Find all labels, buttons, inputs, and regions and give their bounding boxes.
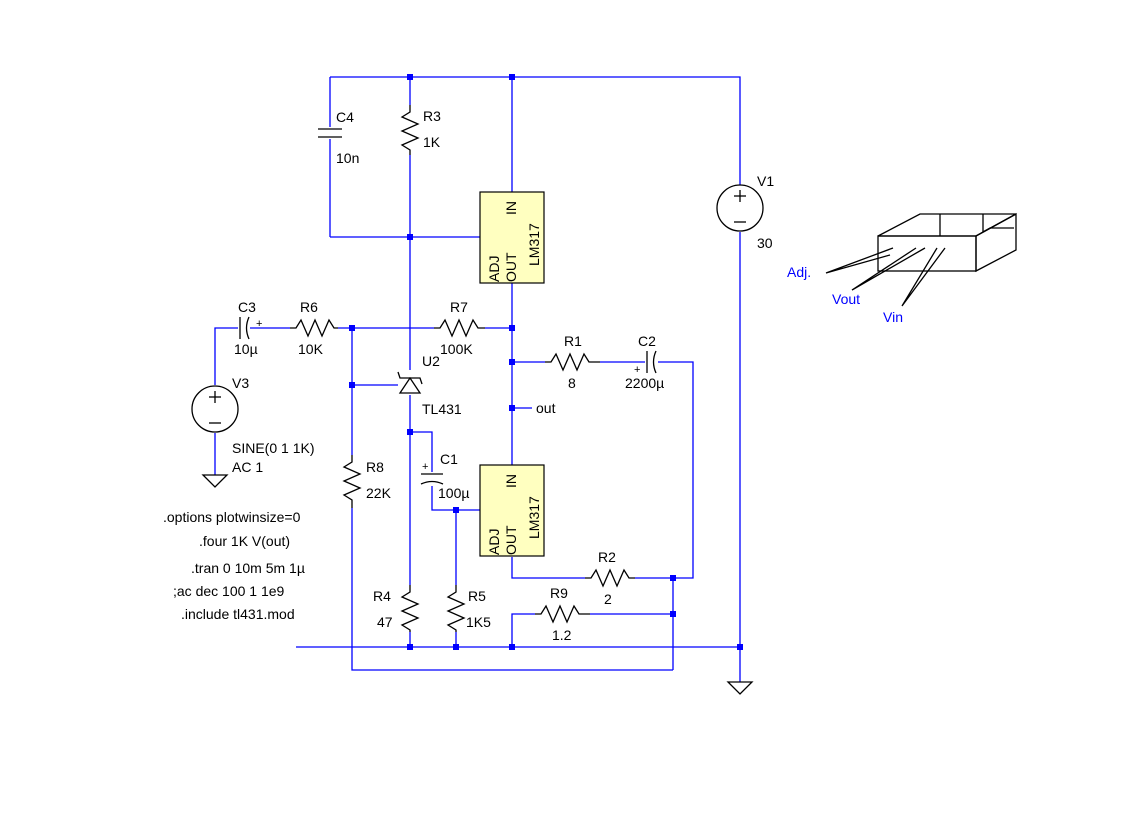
svg-text:V3: V3 (232, 375, 249, 391)
capacitor-c1: + C1 100µ (420, 451, 469, 501)
svg-text:2: 2 (604, 591, 612, 607)
svg-text:2200µ: 2200µ (625, 375, 664, 391)
directive-ac-comment: ;ac dec 100 1 1e9 (173, 583, 285, 599)
lm317-lower: ADJ OUT IN LM317 (479, 464, 545, 557)
ground-symbol-main (726, 681, 754, 695)
svg-text:100K: 100K (440, 341, 473, 357)
directive-include: .include tl431.mod (181, 606, 295, 622)
svg-text:R2: R2 (598, 549, 616, 565)
svg-text:+: + (634, 364, 640, 376)
svg-text:IN: IN (503, 474, 519, 488)
svg-text:R6: R6 (300, 299, 318, 315)
svg-text:10K: 10K (298, 341, 324, 357)
svg-text:R5: R5 (468, 588, 486, 604)
svg-text:C4: C4 (336, 109, 354, 125)
capacitor-c4: C4 10n (318, 109, 359, 166)
svg-text:R1: R1 (564, 333, 582, 349)
resistor-r2: R2 2 (585, 549, 635, 607)
capacitor-c2: + C2 2200µ (625, 333, 664, 391)
capacitor-c3: + C3 10µ (234, 299, 262, 357)
svg-text:TL431: TL431 (422, 401, 462, 417)
lm317-upper: ADJ OUT IN LM317 (479, 191, 545, 284)
svg-text:R7: R7 (450, 299, 468, 315)
svg-text:SINE(0 1 1K): SINE(0 1 1K) (232, 440, 314, 456)
directive-four: .four 1K V(out) (199, 533, 290, 549)
spice-directives: .options plotwinsize=0 .four 1K V(out) .… (163, 509, 305, 622)
resistor-r3: R3 1K (400, 105, 441, 155)
svg-text:10µ: 10µ (234, 341, 258, 357)
svg-text:R8: R8 (366, 459, 384, 475)
tl431-shunt-regulator: U2 TL431 (397, 353, 462, 417)
svg-text:OUT: OUT (503, 252, 519, 282)
svg-text:8: 8 (568, 375, 576, 391)
to220-package-drawing: Adj. Vout Vin (787, 212, 1017, 325)
voltage-source-v3: V3 SINE(0 1 1K) AC 1 (191, 375, 314, 475)
resistor-r5: R5 1K5 (446, 585, 491, 632)
resistor-r7: R7 100K (434, 299, 485, 357)
svg-text:C2: C2 (638, 333, 656, 349)
svg-text:IN: IN (503, 201, 519, 215)
svg-text:1K: 1K (423, 134, 441, 150)
svg-text:R9: R9 (550, 585, 568, 601)
svg-text:R3: R3 (423, 108, 441, 124)
svg-text:ADJ: ADJ (486, 529, 502, 555)
svg-text:47: 47 (377, 614, 393, 630)
net-label-out: out (536, 400, 556, 416)
svg-text:ADJ: ADJ (486, 256, 502, 282)
svg-text:22K: 22K (366, 485, 392, 501)
resistor-r9: R9 1.2 (535, 585, 590, 643)
svg-text:100µ: 100µ (438, 485, 469, 501)
svg-text:AC 1: AC 1 (232, 459, 263, 475)
svg-text:10n: 10n (336, 150, 359, 166)
directive-options: .options plotwinsize=0 (163, 509, 301, 525)
voltage-source-v1: V1 30 (716, 173, 774, 251)
package-pin-vin: Vin (883, 309, 903, 325)
ground-symbol-v3 (201, 474, 229, 488)
svg-text:V1: V1 (757, 173, 774, 189)
package-pin-adj: Adj. (787, 264, 811, 280)
junction-dots (349, 74, 743, 650)
directive-tran: .tran 0 10m 5m 1µ (191, 560, 305, 576)
svg-text:R4: R4 (373, 588, 391, 604)
resistor-r6: R6 10K (290, 299, 338, 357)
package-pin-vout: Vout (832, 291, 860, 307)
svg-text:OUT: OUT (503, 525, 519, 555)
svg-text:LM317: LM317 (526, 223, 542, 266)
svg-text:U2: U2 (422, 353, 440, 369)
svg-text:1.2: 1.2 (552, 627, 572, 643)
svg-text:30: 30 (757, 235, 773, 251)
svg-text:+: + (422, 461, 428, 473)
svg-text:C3: C3 (238, 299, 256, 315)
svg-text:+: + (256, 318, 262, 330)
resistor-r8: R8 22K (342, 455, 392, 508)
svg-text:1K5: 1K5 (466, 614, 491, 630)
resistor-r4: R4 47 (373, 585, 420, 632)
svg-text:LM317: LM317 (526, 496, 542, 539)
resistor-r1: R1 8 (545, 333, 600, 391)
svg-text:C1: C1 (440, 451, 458, 467)
